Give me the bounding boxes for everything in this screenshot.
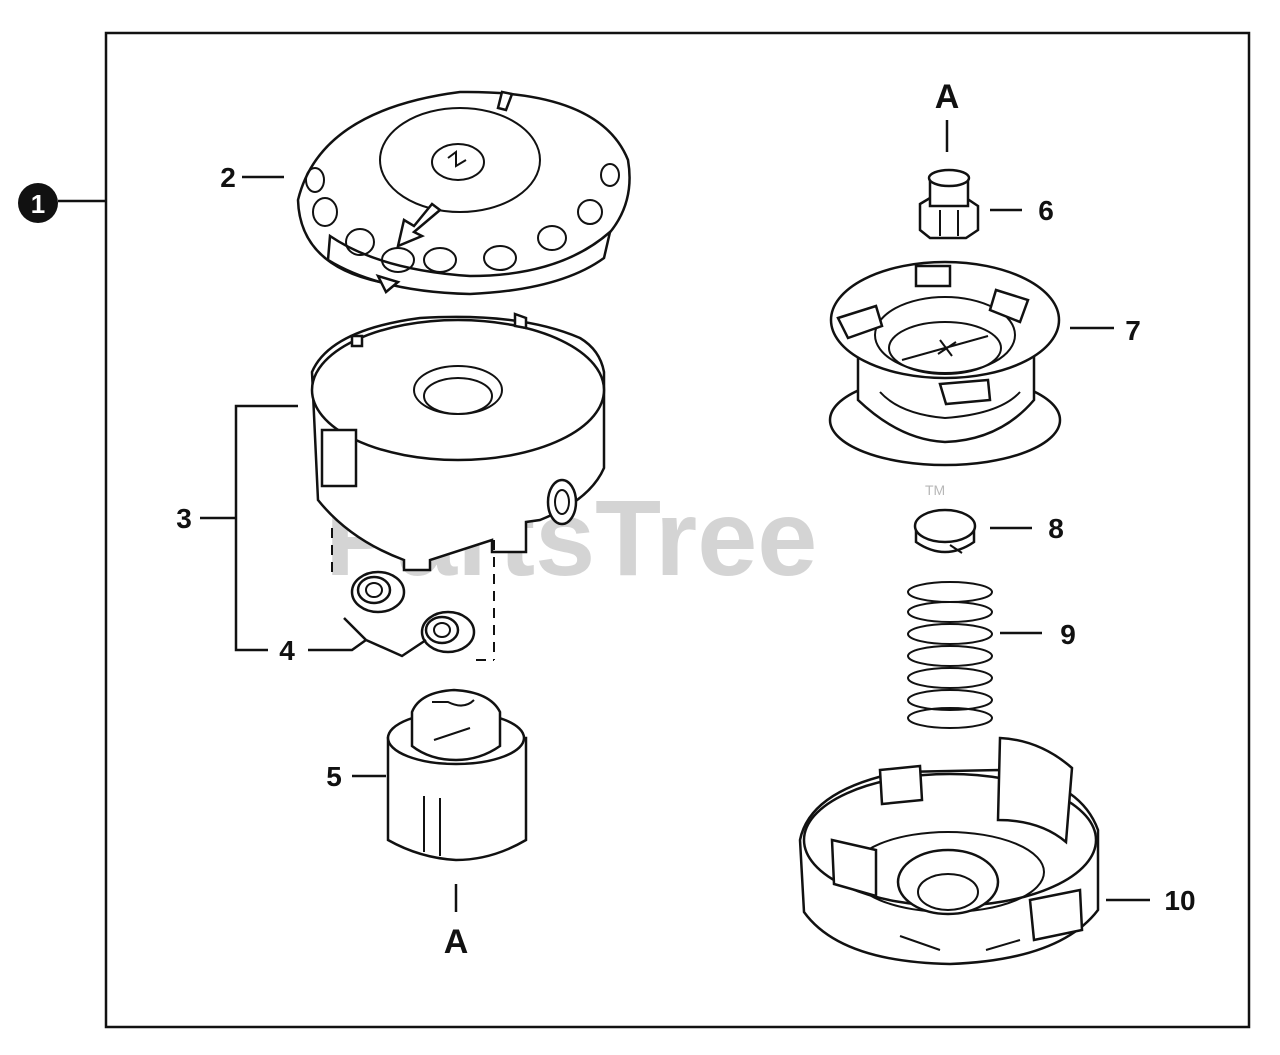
callout-8: 8 [1048,513,1064,544]
diagram-frame [104,31,1251,1029]
watermark-trademark: TM [925,482,945,498]
assembly-marker: 1 [18,183,106,223]
reference-label-top: A [935,78,960,116]
part-7-spool [828,260,1062,467]
callout-2: 2 [220,162,236,193]
callout-10: 10 [1164,885,1195,916]
part-3-housing [310,312,606,572]
svg-text:1: 1 [31,189,45,219]
part-2-cover [296,90,631,296]
callout-5: 5 [326,761,342,792]
callout-9: 9 [1060,619,1076,650]
part-8-cap [913,508,977,554]
part-4-eyelets [331,528,495,661]
part-10-base [798,736,1100,966]
callout-6: 6 [1038,195,1054,226]
part-5-adapter [386,688,528,862]
part-9-spring [907,581,993,729]
part-6-bolt [918,168,980,240]
callout-3: 3 [176,503,192,534]
reference-label-bottom: A [444,923,469,961]
callout-7: 7 [1125,315,1141,346]
callout-4: 4 [279,635,295,666]
